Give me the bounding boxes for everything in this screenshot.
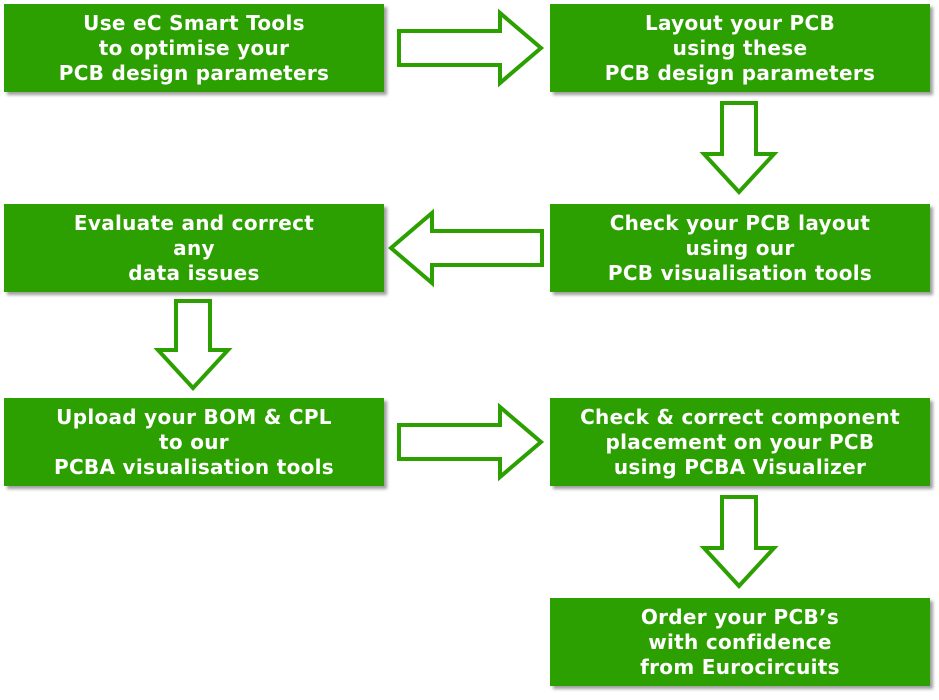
step-1-line-1: Use eC Smart Tools: [83, 10, 305, 35]
step-5-box: Upload your BOM & CPL to our PCBA visual…: [4, 398, 384, 486]
step-6-line-1: Check & correct component: [580, 404, 900, 429]
step-6-line-3: using PCBA Visualizer: [613, 454, 867, 479]
step-6-line-2: placement on your PCB: [605, 429, 875, 454]
arrow-down-2-icon: [153, 299, 233, 391]
step-4-line-2: any: [173, 235, 215, 260]
step-3-line-1: Check your PCB layout: [609, 210, 871, 235]
step-1-box: Use eC Smart Tools to optimise your PCB …: [4, 4, 384, 92]
step-2-line-3: PCB design parameters: [604, 60, 876, 85]
arrow-right-1-icon: [397, 8, 545, 88]
arrow-right-2-icon: [397, 402, 545, 482]
step-3-box: Check your PCB layout using our PCB visu…: [550, 204, 930, 292]
step-7-line-3: from Eurocircuits: [640, 654, 840, 679]
step-2-line-1: Layout your PCB: [644, 10, 836, 35]
step-5-line-1: Upload your BOM & CPL: [56, 404, 332, 429]
step-5-line-3: PCBA visualisation tools: [53, 454, 335, 479]
step-1-line-3: PCB design parameters: [58, 60, 330, 85]
arrow-down-3-icon: [699, 495, 779, 589]
step-1-line-2: to optimise your: [98, 35, 290, 60]
arrow-down-1-icon: [699, 101, 779, 195]
arrow-left-1-icon: [387, 208, 544, 288]
step-3-line-3: PCB visualisation tools: [607, 260, 873, 285]
step-4-box: Evaluate and correct any data issues: [4, 204, 384, 292]
step-4-line-3: data issues: [128, 260, 260, 285]
step-2-box: Layout your PCB using these PCB design p…: [550, 4, 930, 92]
step-2-line-2: using these: [672, 35, 808, 60]
step-5-line-2: to our: [159, 429, 229, 454]
step-3-line-2: using our: [685, 235, 795, 260]
step-7-box: Order your PCB’s with confidence from Eu…: [550, 598, 930, 686]
step-7-line-2: with confidence: [648, 629, 832, 654]
step-4-line-1: Evaluate and correct: [73, 210, 315, 235]
step-6-box: Check & correct component placement on y…: [550, 398, 930, 486]
step-7-line-1: Order your PCB’s: [640, 604, 840, 629]
